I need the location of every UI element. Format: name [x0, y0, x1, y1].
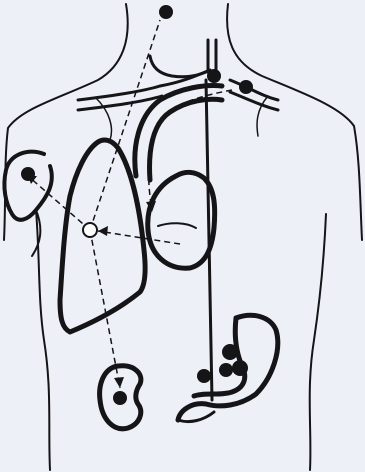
primary-site-marker: [83, 223, 97, 237]
torso-outline: [4, 4, 362, 470]
neck-vessels: [150, 40, 216, 77]
neck-node-marker: [159, 5, 173, 19]
kidney-marker: [113, 391, 127, 405]
supraclavicular-node-marker: [239, 80, 253, 94]
arrow-to-kidney: [114, 377, 124, 388]
arm-marker: [21, 167, 35, 181]
stomach-marker: [222, 344, 238, 360]
stomach-marker: [219, 363, 233, 377]
path-aortic-loop: [149, 90, 232, 210]
right-lung: [60, 140, 145, 332]
heart-septum: [158, 223, 196, 228]
mediastinal-node-marker: [207, 69, 221, 83]
gastric-node-marker: [197, 369, 211, 383]
stomach-marker: [232, 360, 248, 376]
heart: [148, 172, 215, 268]
path-to-neck: [90, 20, 160, 230]
path-from-heart: [98, 231, 180, 244]
arrow-to-lung: [98, 226, 108, 236]
